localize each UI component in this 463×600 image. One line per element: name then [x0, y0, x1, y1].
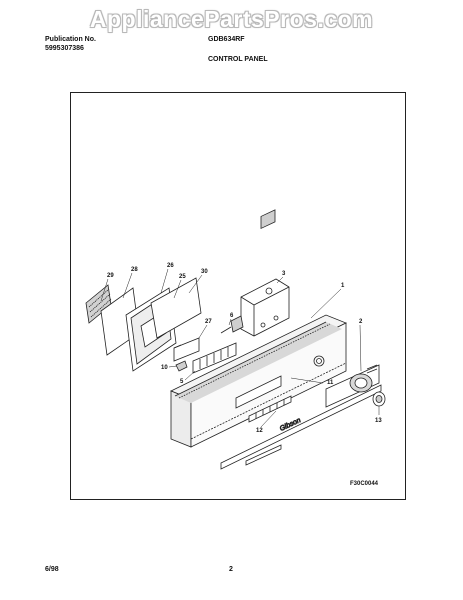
- control-panel-exploded-diagram: Gibson: [85, 209, 386, 487]
- drawing-id: F30C0044: [350, 481, 379, 487]
- callout-13: 13: [375, 418, 382, 424]
- callout-10: 10: [161, 365, 168, 371]
- callout-27: 27: [205, 319, 212, 325]
- callout-3: 3: [282, 271, 286, 277]
- callout-30: 30: [201, 269, 208, 275]
- connector: [220, 315, 244, 334]
- footer-date: 6/98: [45, 566, 59, 573]
- switch-board: [192, 342, 237, 374]
- selector-knob: [372, 391, 386, 407]
- diagram-frame: Gibson: [70, 92, 406, 500]
- timer: [240, 209, 290, 337]
- callout-11: 11: [327, 380, 334, 386]
- knob-bezel: [325, 364, 380, 408]
- callout-12: 12: [256, 428, 263, 434]
- callout-26: 26: [167, 263, 174, 269]
- vent-panel: [150, 277, 202, 339]
- bracket: [175, 360, 188, 372]
- callout-2: 2: [359, 319, 363, 325]
- publication-label: Publication No.: [45, 36, 96, 43]
- control-panel-overlay: [220, 384, 382, 470]
- callout-25: 25: [179, 274, 186, 280]
- switch-cover: [173, 337, 200, 362]
- callout-29: 29: [107, 273, 114, 279]
- publication-number: 5995307386: [45, 45, 84, 52]
- callout-1: 1: [341, 283, 345, 289]
- control-panel-housing: Gibson: [170, 314, 347, 448]
- callout-5: 5: [180, 379, 184, 385]
- section-title: CONTROL PANEL: [208, 56, 268, 63]
- model-number: GDB634RF: [208, 36, 245, 43]
- page-number: 2: [229, 566, 233, 573]
- watermark: AppliancePartsPros.com: [89, 6, 374, 32]
- callout-28: 28: [131, 267, 138, 273]
- callout-6: 6: [230, 313, 234, 319]
